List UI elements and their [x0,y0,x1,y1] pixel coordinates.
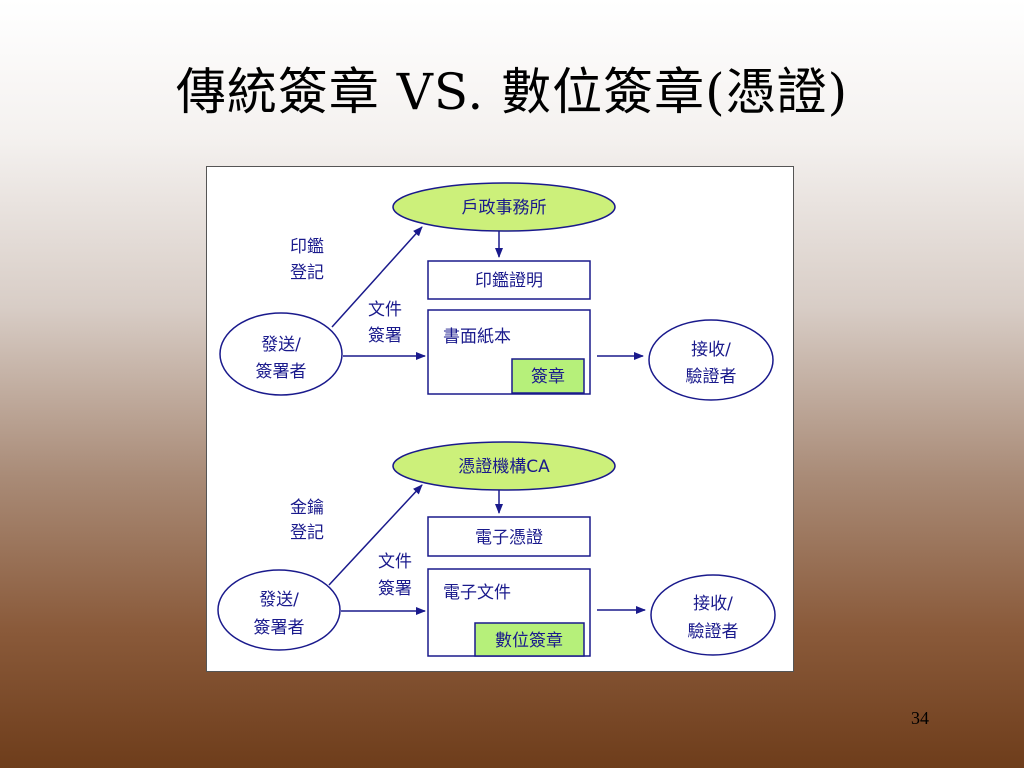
receiver-label-line1: 接收/ [691,340,731,360]
sender-label-line2: 簽署者 [254,618,305,638]
sender-label-line2: 簽署者 [256,362,307,382]
sender-label-line1: 發送/ [259,590,299,610]
sign-label-line1: 文件 [378,552,412,572]
authority-label: 戶政事務所 [462,198,547,218]
authority-label: 憑證機構CA [458,457,550,477]
digital-section: 憑證機構CA 電子憑證 金鑰 登記 發送/ 簽署者 文件 簽署 電子文件 數位簽… [217,441,776,657]
sign-label-line1: 文件 [368,300,402,320]
certificate-label: 電子憑證 [475,528,543,548]
receiver-ellipse [648,319,774,401]
arrow-sender-to-authority [328,484,423,586]
sender-ellipse [219,312,343,396]
signature-diagram: 戶政事務所 印鑑證明 印鑑 登記 發送/ 簽署者 文件 簽署 書面紙本 簽章 接… [206,166,794,672]
registration-label-line1: 印鑑 [290,237,324,257]
receiver-ellipse [650,574,776,656]
receiver-label-line1: 接收/ [693,594,733,614]
page-number: 34 [911,708,929,728]
document-label: 書面紙本 [443,327,511,347]
authority-ellipse-ca [392,441,616,491]
certificate-box [427,260,591,300]
slide-title: 傳統簽章 VS. 數位簽章(憑證) [175,63,849,121]
document-label: 電子文件 [443,583,511,603]
receiver-label-line2: 驗證者 [688,622,739,642]
signature-label: 數位簽章 [495,631,563,651]
signature-label: 簽章 [531,367,565,387]
registration-label-line2: 登記 [290,263,324,283]
sign-label-line2: 簽署 [368,326,402,346]
sign-label-line2: 簽署 [378,579,412,599]
sender-ellipse [217,569,341,651]
arrow-sender-to-authority [331,226,423,328]
certificate-label: 印鑑證明 [475,271,543,291]
signature-box [474,622,585,657]
registration-label-line1: 金鑰 [290,498,324,518]
authority-ellipse-household-office [392,182,616,232]
receiver-label-line2: 驗證者 [686,367,737,387]
diagram-canvas: 戶政事務所 印鑑證明 印鑑 登記 發送/ 簽署者 文件 簽署 書面紙本 簽章 接… [217,182,776,657]
signature-box [511,358,585,394]
registration-label-line2: 登記 [290,523,324,543]
traditional-section: 戶政事務所 印鑑證明 印鑑 登記 發送/ 簽署者 文件 簽署 書面紙本 簽章 接… [219,182,774,401]
sender-label-line1: 發送/ [261,335,301,355]
certificate-box [427,516,591,557]
